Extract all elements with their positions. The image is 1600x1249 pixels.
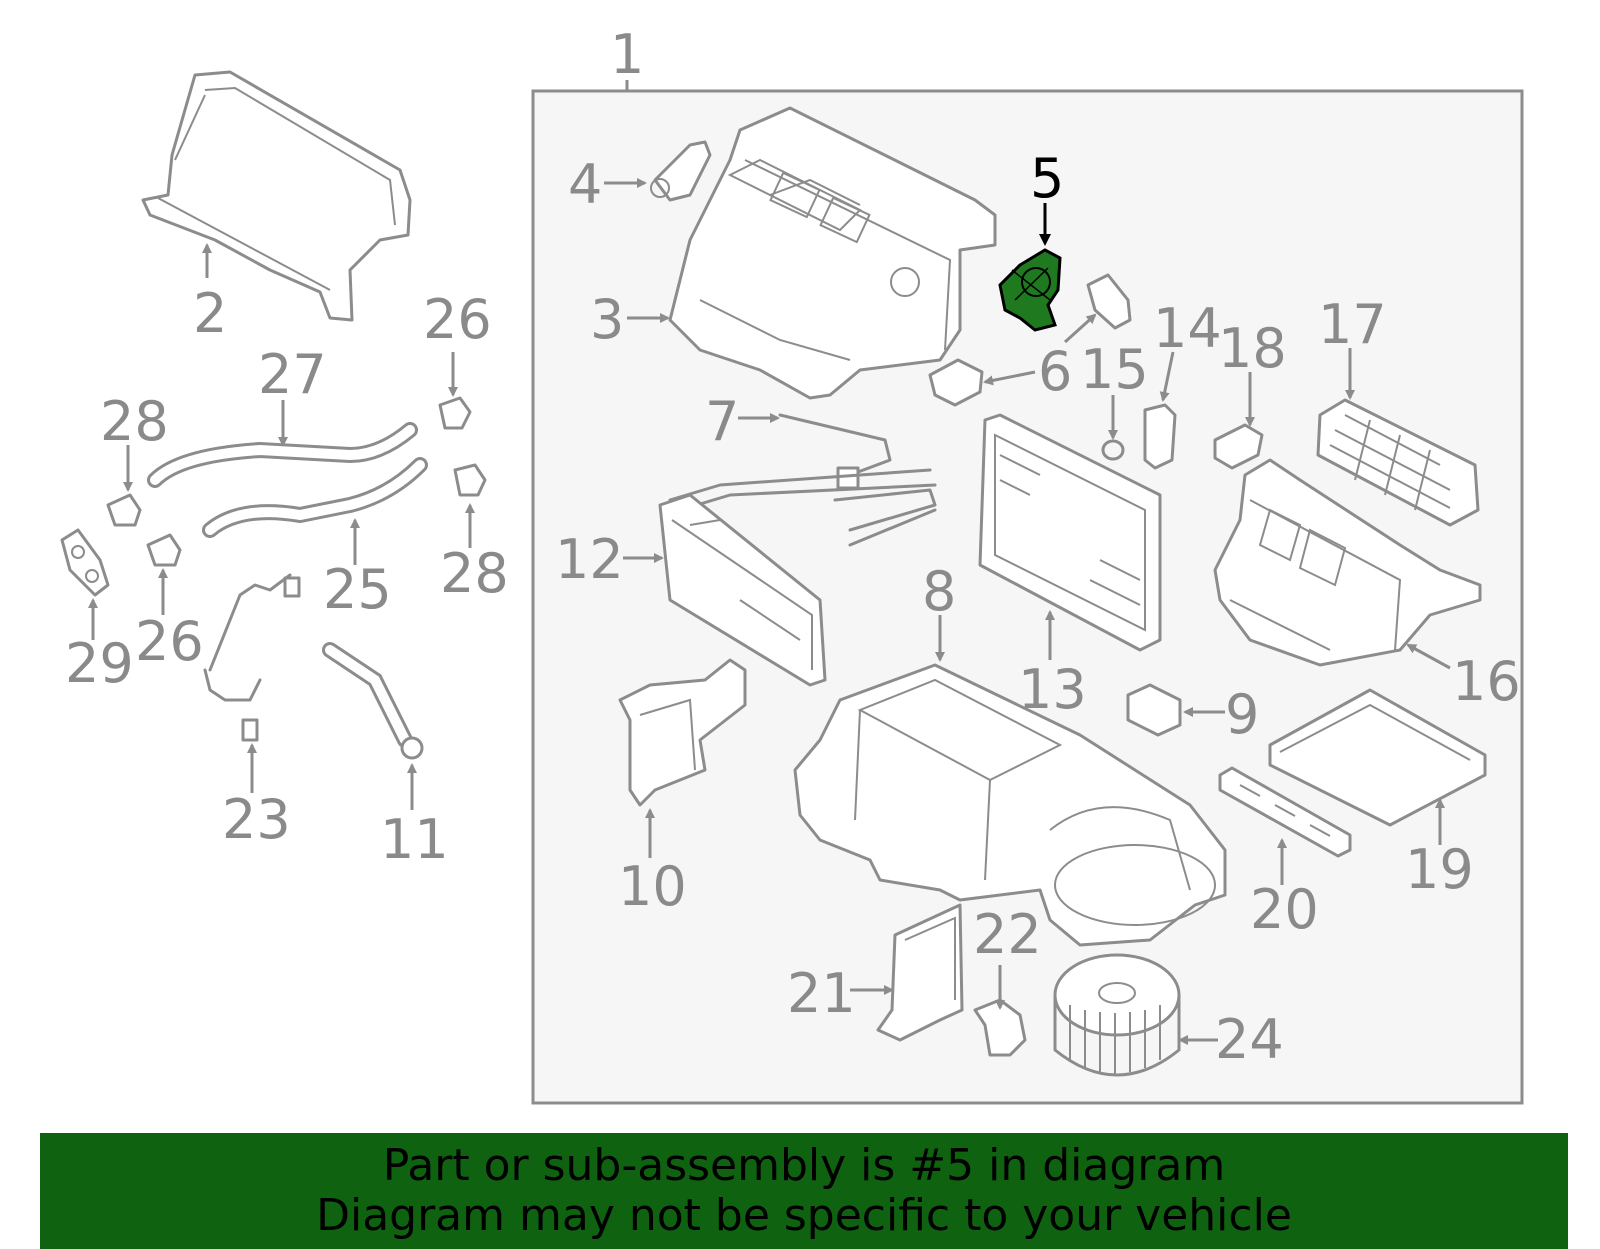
callout-15: 15: [1080, 338, 1149, 401]
callout-29: 29: [65, 632, 134, 695]
part-14-sensor: [1143, 403, 1177, 470]
callout-8: 8: [922, 560, 956, 623]
callout-21: 21: [787, 962, 856, 1025]
callout-16: 16: [1452, 650, 1521, 713]
callout-26-top: 26: [423, 288, 492, 351]
part-12-heater-core: [658, 468, 937, 687]
callout-13: 13: [1018, 658, 1087, 721]
part-27-hose: [147, 422, 418, 488]
callout-24: 24: [1215, 1008, 1284, 1071]
callout-4: 4: [568, 153, 602, 216]
part-23-wiring: [203, 573, 301, 742]
callout-12: 12: [555, 528, 624, 591]
part-9-resistor: [1126, 683, 1182, 737]
callout-9: 9: [1225, 683, 1259, 746]
part-3-housing: [668, 106, 997, 400]
callout-1: 1: [610, 23, 644, 86]
callout-6: 6: [1038, 340, 1072, 403]
part-7-sensor: [778, 413, 892, 490]
part-25-hose: [202, 457, 428, 538]
banner-line-1: Part or sub-assembly is #5 in diagram: [382, 1140, 1226, 1191]
callout-17: 17: [1318, 293, 1387, 356]
callout-23: 23: [222, 788, 291, 851]
callout-5: 5: [1030, 147, 1064, 210]
part-15-oring: [1101, 439, 1125, 461]
part-28-clamp-left: [106, 493, 142, 527]
info-banner: Part or sub-assembly is #5 in diagram Di…: [40, 1133, 1568, 1249]
callout-26-left: 26: [135, 610, 204, 673]
callout-20: 20: [1250, 878, 1319, 941]
callout-10: 10: [618, 855, 687, 918]
part-5-highlighted-motor: [998, 248, 1062, 332]
part-26-clamp-left: [146, 533, 182, 567]
part-10-bracket: [618, 658, 747, 807]
part-19-filter: [1268, 688, 1487, 827]
callout-28-right: 28: [440, 542, 509, 605]
part-17-door: [1316, 398, 1480, 527]
part-24-blower: [1053, 953, 1181, 1077]
part-16-housing: [1213, 458, 1482, 667]
part-8-lower-case: [793, 663, 1227, 947]
callout-27: 27: [258, 343, 327, 406]
callout-19: 19: [1405, 838, 1474, 901]
part-4-actuator: [650, 140, 712, 202]
part-29-grommet: [60, 528, 110, 597]
banner-line-2: Diagram may not be specific to your vehi…: [316, 1190, 1292, 1241]
callout-28-left: 28: [100, 390, 169, 453]
callout-14: 14: [1153, 297, 1222, 360]
part-26-clamp-top: [438, 396, 472, 430]
part-21-module: [876, 903, 964, 1042]
part-28-clamp-right: [453, 463, 487, 497]
callout-22: 22: [973, 903, 1042, 966]
part-11-hose: [322, 642, 424, 760]
parts-diagram: 1 2 3 4 5 6 7 8 9 10 11 12 13 14 15 16 1…: [60, 23, 1524, 1105]
callout-25: 25: [323, 558, 392, 621]
callout-2: 2: [193, 282, 227, 345]
part-6-actuators: [928, 273, 1132, 407]
callout-11: 11: [380, 808, 449, 871]
leader-lines: [88, 178, 1451, 1045]
part-2-duct: [141, 70, 412, 322]
callout-18: 18: [1218, 317, 1287, 380]
callout-3: 3: [590, 288, 624, 351]
part-13-evaporator: [978, 413, 1162, 652]
part-20-strip: [1218, 766, 1352, 858]
callout-7: 7: [705, 390, 739, 453]
